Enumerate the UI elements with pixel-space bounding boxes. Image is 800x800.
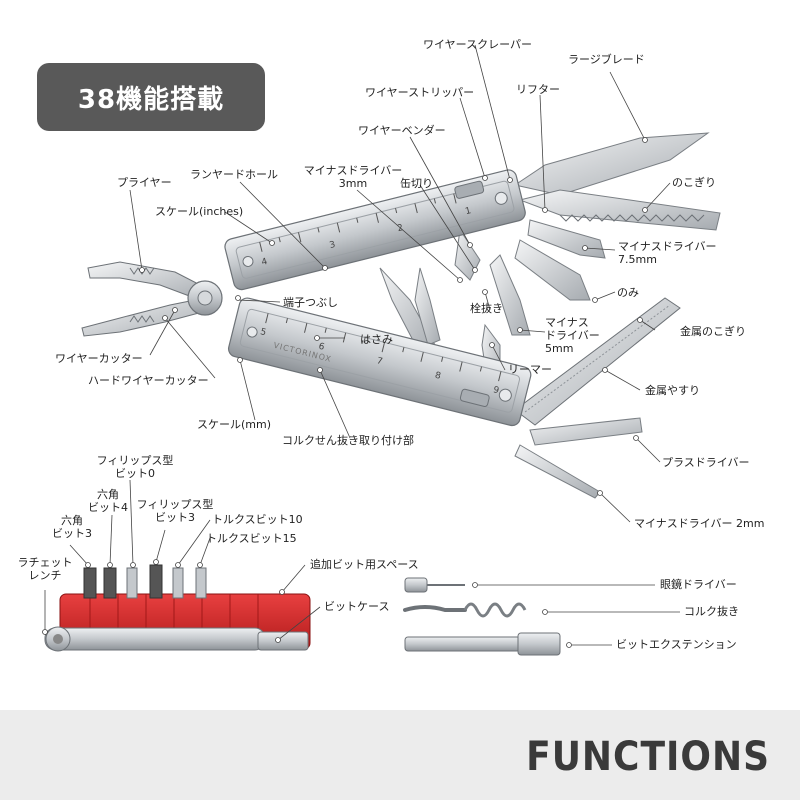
pliers-head [81, 261, 223, 337]
label-phillips-bit3: フィリップス型 ビット3 [132, 498, 218, 524]
label-torx10: トルクスビット10 [212, 513, 303, 526]
label-line: レンチ [28, 569, 62, 582]
label-phillips-bit0: フィリップス型 ビット0 [90, 454, 180, 480]
inch-number: 2 [396, 223, 404, 234]
mm-number: 9 [492, 385, 500, 396]
label-minus-driver-2mm: マイナスドライバー 2mm [634, 517, 765, 530]
label-corkscrew-mount: コルクせん抜き取り付け部 [282, 434, 414, 447]
bit-case [44, 564, 311, 652]
footer-band: FUNCTIONS [0, 710, 800, 800]
label-line: マイナスドライバー [303, 164, 403, 177]
scissors-shape-2 [414, 267, 441, 346]
label-hard-wire-cutter: ハードワイヤーカッター [88, 374, 209, 387]
mm-number: 8 [434, 371, 442, 382]
label-line: ビット3 [52, 527, 92, 540]
inch-number: 3 [329, 240, 337, 251]
label-line: フィリップス型 [136, 498, 214, 511]
mm-number: 7 [376, 356, 384, 367]
label-bottle-opener: 栓抜き [470, 302, 503, 315]
label-bit-case: ビットケース [324, 600, 390, 613]
label-reamer: リーマー [508, 363, 552, 376]
label-scale-inches: スケール(inches) [155, 205, 244, 218]
label-line: 3mm [338, 177, 368, 190]
label-line: フィリップス型 [96, 454, 174, 467]
label-line: ドライバー [545, 329, 600, 342]
label-line: 5mm [545, 342, 574, 355]
label-bit-extension: ビットエクステンション [616, 638, 737, 651]
corkscrew-shape [403, 602, 527, 618]
label-torx15: トルクスビット15 [206, 532, 297, 545]
upper-handle: 4 3 2 1 [224, 169, 526, 291]
label-line: マイナスドライバー [618, 240, 717, 253]
label-metal-saw: 金属のこぎり [680, 325, 746, 338]
label-minus-driver-5mm: マイナス ドライバー 5mm [545, 316, 600, 355]
label-minus-driver-3mm: マイナスドライバー 3mm [303, 164, 403, 190]
label-wire-scraper: ワイヤースクレーパー [423, 38, 533, 51]
small-driver-shape [514, 444, 601, 499]
label-line: ビット0 [115, 467, 155, 480]
inch-number: 1 [464, 206, 472, 217]
label-line: 六角 [97, 488, 119, 501]
lower-handle: 5 6 7 8 9 VICTORINOX [227, 297, 532, 427]
mm-number: 6 [317, 342, 325, 353]
label-wire-stripper: ワイヤーストリッパー [365, 86, 475, 99]
label-lanyard-hole: ランヤードホール [190, 168, 278, 181]
mm-number: 5 [259, 327, 267, 338]
label-crimper: 端子つぶし [283, 296, 338, 309]
feature-count-badge: 38機能搭載 [37, 63, 265, 131]
badge-text: 38機能搭載 [77, 84, 225, 115]
label-pliers: プライヤー [117, 176, 172, 189]
label-large-blade: ラージブレード [568, 53, 645, 66]
label-scissors: はさみ [360, 333, 393, 346]
label-wire-cutter: ワイヤーカッター [55, 352, 143, 365]
leader-lines [42, 44, 680, 648]
saw-shape [518, 189, 721, 231]
plus-driver-shape [529, 417, 643, 446]
label-minus-driver-75: マイナスドライバー 7.5mm [618, 240, 717, 266]
mm-ticks [265, 313, 502, 382]
label-hex-bit3: 六角 ビット3 [50, 514, 94, 540]
label-line: 六角 [61, 514, 83, 527]
label-chisel: のみ [617, 286, 639, 299]
label-line: 7.5mm [618, 253, 657, 266]
label-scale-mm: スケール(mm) [197, 418, 272, 431]
bottle-opener-shape [489, 254, 531, 336]
saw-teeth [559, 214, 705, 222]
label-saw: のこぎり [672, 176, 716, 189]
label-line: ラチェット [17, 556, 73, 569]
label-metal-file: 金属やすり [645, 384, 700, 397]
metal-file-shape [514, 297, 681, 426]
label-line: ビット4 [88, 501, 128, 514]
label-hex-bit4: 六角 ビット4 [86, 488, 130, 514]
label-ratchet: ラチェット レンチ [14, 556, 76, 582]
label-plus-driver: プラスドライバー [662, 456, 750, 469]
label-wire-bender: ワイヤーベンダー [358, 124, 446, 137]
label-eyeglass-driver: 眼鏡ドライバー [660, 578, 737, 591]
label-can-opener: 缶切り [400, 177, 433, 190]
bit-extension-shape [404, 632, 561, 656]
label-line: マイナス [545, 316, 589, 329]
label-extra-bit-space: 追加ビット用スペース [310, 558, 419, 571]
label-lifter: リフター [516, 83, 560, 96]
inch-number: 4 [261, 257, 269, 268]
eyeglass-driver-shape [404, 577, 465, 593]
label-corkscrew: コルク抜き [684, 605, 739, 618]
footer-title: FUNCTIONS [526, 734, 770, 780]
chisel-shape [514, 239, 591, 301]
label-line: ビット3 [155, 511, 195, 524]
